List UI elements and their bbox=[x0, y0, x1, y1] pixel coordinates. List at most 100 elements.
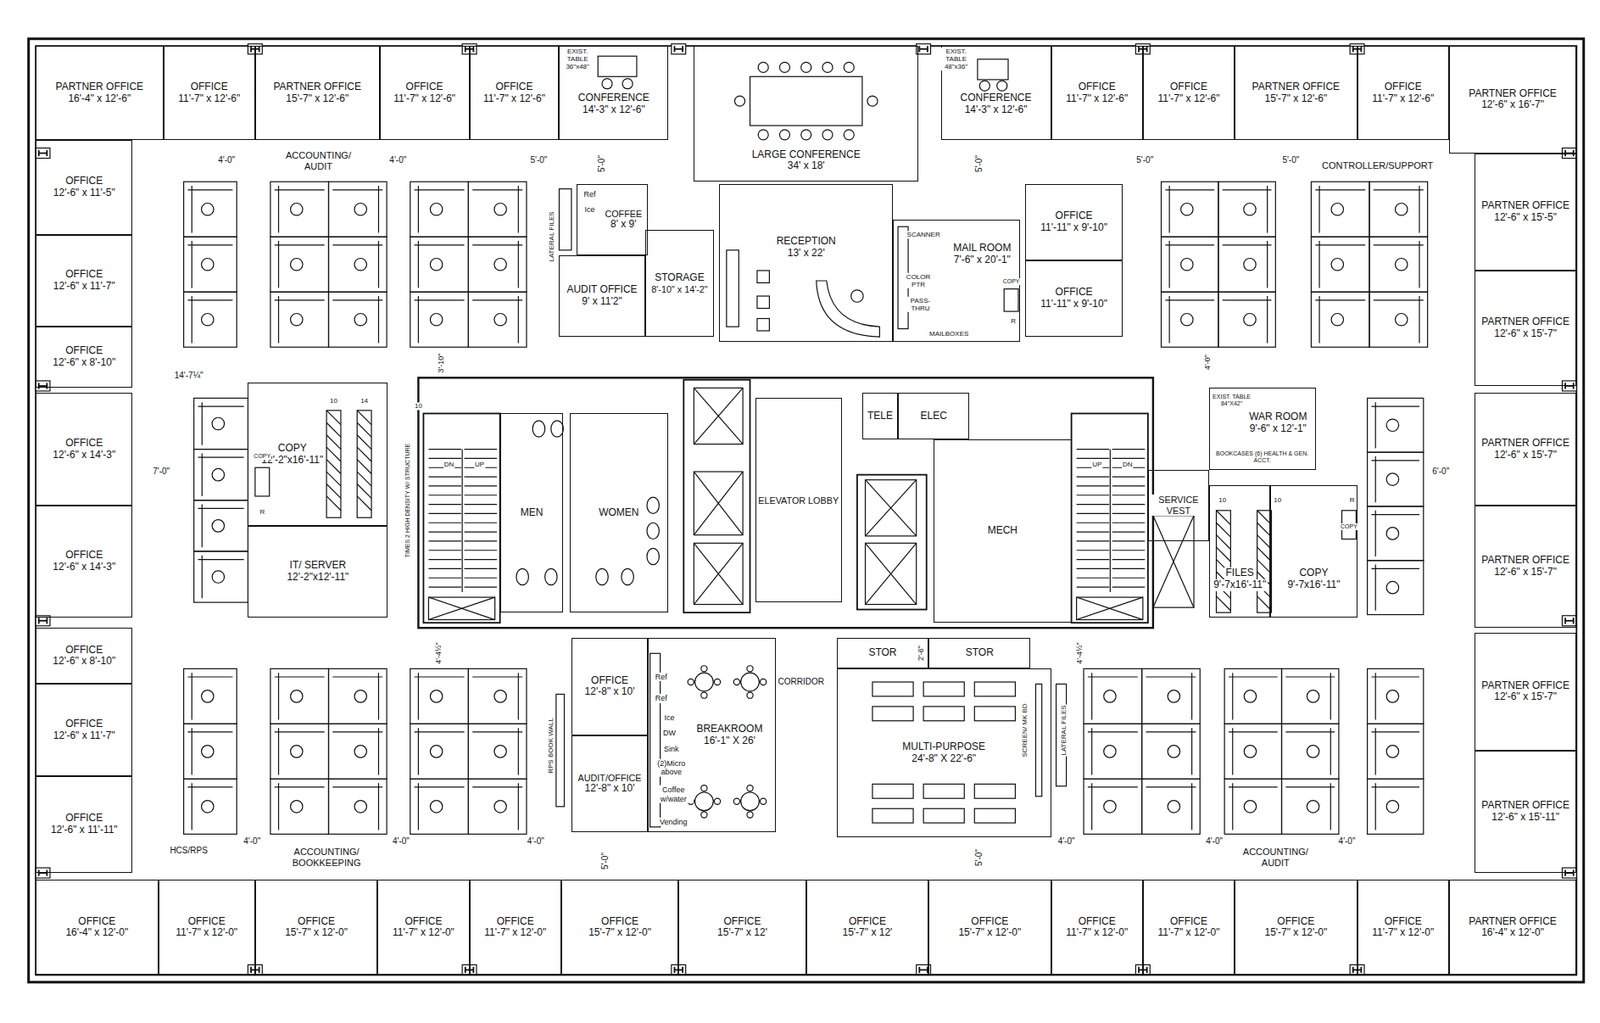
workstation bbox=[1224, 723, 1282, 779]
desk bbox=[518, 295, 519, 343]
stair-tread bbox=[1076, 448, 1110, 450]
file-shelf bbox=[326, 471, 341, 486]
room: OFFICE15'-7" x 12' bbox=[678, 879, 806, 975]
chair bbox=[201, 313, 214, 326]
room-label: OFFICE bbox=[589, 674, 630, 687]
dimension: 4'-0" bbox=[1337, 836, 1357, 847]
room: PARTNER OFFICE12'-6" x 15'-7" bbox=[1474, 392, 1577, 505]
workstation bbox=[1367, 778, 1424, 834]
dimension: 5'-0" bbox=[1281, 155, 1300, 166]
elevator-car bbox=[693, 387, 743, 444]
annotation: LATERAL FILES bbox=[547, 211, 556, 263]
desk bbox=[1222, 189, 1272, 190]
room-label: OFFICE bbox=[1382, 915, 1424, 928]
dimension: 4'-0" bbox=[391, 836, 411, 847]
chair bbox=[290, 203, 303, 216]
file-shelf bbox=[1257, 510, 1272, 613]
room-label: 11'-7" x 12'-0" bbox=[1156, 926, 1222, 939]
annotation: EXIST. TABLE 84"X42" bbox=[1209, 393, 1254, 407]
file-shelf bbox=[356, 422, 372, 437]
desk bbox=[1371, 459, 1420, 461]
room-label: OFFICE bbox=[402, 915, 444, 928]
desk bbox=[518, 672, 519, 720]
chair bbox=[354, 313, 367, 326]
workstation bbox=[183, 291, 238, 347]
workstation bbox=[1369, 291, 1428, 347]
room: WOMEN bbox=[569, 412, 669, 613]
room-label: OFFICE bbox=[847, 915, 888, 928]
stair-landing bbox=[428, 596, 495, 619]
desk bbox=[1169, 185, 1171, 233]
desk bbox=[418, 185, 419, 233]
chair bbox=[1306, 690, 1319, 703]
room-label: 15'-7" x 12'-0" bbox=[283, 926, 350, 939]
lateral-files bbox=[558, 189, 571, 251]
chair bbox=[758, 129, 769, 140]
chair bbox=[1386, 527, 1399, 540]
room-label: 12'-6" x 15'-7" bbox=[1492, 566, 1559, 579]
room-label: PARTNER OFFICE bbox=[1466, 88, 1559, 101]
room: OFFICE11'-7" x 12'-0" bbox=[377, 879, 469, 975]
stair-tread bbox=[1112, 494, 1146, 496]
dimension: 4'-0" bbox=[242, 836, 262, 847]
toilet-fixture bbox=[646, 496, 659, 513]
chair bbox=[494, 258, 507, 271]
workstation bbox=[1282, 778, 1339, 834]
desk bbox=[1228, 786, 1278, 787]
desk bbox=[1091, 727, 1093, 775]
stair-rail bbox=[462, 449, 463, 593]
room-label: OFFICE bbox=[1275, 915, 1316, 928]
file-shelf bbox=[356, 459, 372, 474]
desk bbox=[518, 185, 519, 233]
annotation: HCS/RPS bbox=[168, 845, 208, 856]
desk bbox=[1330, 727, 1332, 775]
toilet-fixture bbox=[646, 547, 659, 564]
stair-tread bbox=[1076, 475, 1110, 477]
annotation: CORRIDOR bbox=[776, 676, 825, 687]
desk bbox=[1371, 405, 1420, 407]
workstation bbox=[183, 723, 238, 779]
room: OFFICE11'-11" x 9'-10" bbox=[1025, 183, 1122, 261]
room-label: OFFICE bbox=[63, 437, 105, 450]
chair bbox=[822, 129, 833, 140]
desk bbox=[274, 244, 325, 246]
room: AUDIT/OFFICE12'-8" x 10' bbox=[571, 735, 648, 832]
chair bbox=[429, 745, 442, 758]
desk bbox=[1165, 244, 1215, 246]
workstation bbox=[183, 236, 238, 292]
room-label: 8'-10" x 14'-2" bbox=[649, 284, 709, 295]
room: OFFICE11'-11" x 9'-10" bbox=[1025, 260, 1122, 337]
toilet-fixture bbox=[646, 522, 659, 539]
desk bbox=[378, 672, 380, 720]
desk bbox=[278, 782, 279, 830]
training-table bbox=[872, 706, 914, 721]
dimension: 4'-0" bbox=[388, 155, 407, 166]
workstation bbox=[468, 778, 527, 834]
desk bbox=[414, 675, 465, 677]
room-label: 11'-7" x 12'-6" bbox=[1370, 93, 1436, 106]
room-label: 12'-6" x 11'-7" bbox=[51, 730, 118, 742]
stair-tread bbox=[1112, 530, 1146, 532]
desk bbox=[187, 730, 233, 732]
desk bbox=[201, 555, 203, 599]
room: OFFICE12'-6" x 11'-5" bbox=[35, 139, 133, 235]
room: FILES9'-7x16'-11" bbox=[1209, 485, 1271, 618]
stair-tread bbox=[1112, 475, 1146, 477]
elevator-car bbox=[1153, 515, 1194, 608]
stair-tread bbox=[464, 512, 498, 514]
chair bbox=[997, 80, 1008, 91]
room: OFFICE11'-7" x 12'-6" bbox=[1142, 45, 1235, 140]
file-shelf bbox=[326, 484, 341, 499]
desk bbox=[1145, 675, 1196, 677]
elevator-car bbox=[865, 479, 917, 536]
workstation bbox=[328, 291, 388, 347]
room: PARTNER OFFICE15'-7" x 12'-6" bbox=[1234, 45, 1357, 140]
desk bbox=[274, 675, 325, 677]
workstation bbox=[468, 668, 527, 724]
desk bbox=[201, 452, 203, 497]
column bbox=[35, 148, 51, 159]
chair bbox=[290, 745, 303, 758]
room-label: 11'-7" x 12'-6" bbox=[176, 93, 242, 106]
room: OFFICE12'-6" x 8'-10" bbox=[35, 326, 133, 388]
toilet-fixture bbox=[545, 568, 558, 585]
